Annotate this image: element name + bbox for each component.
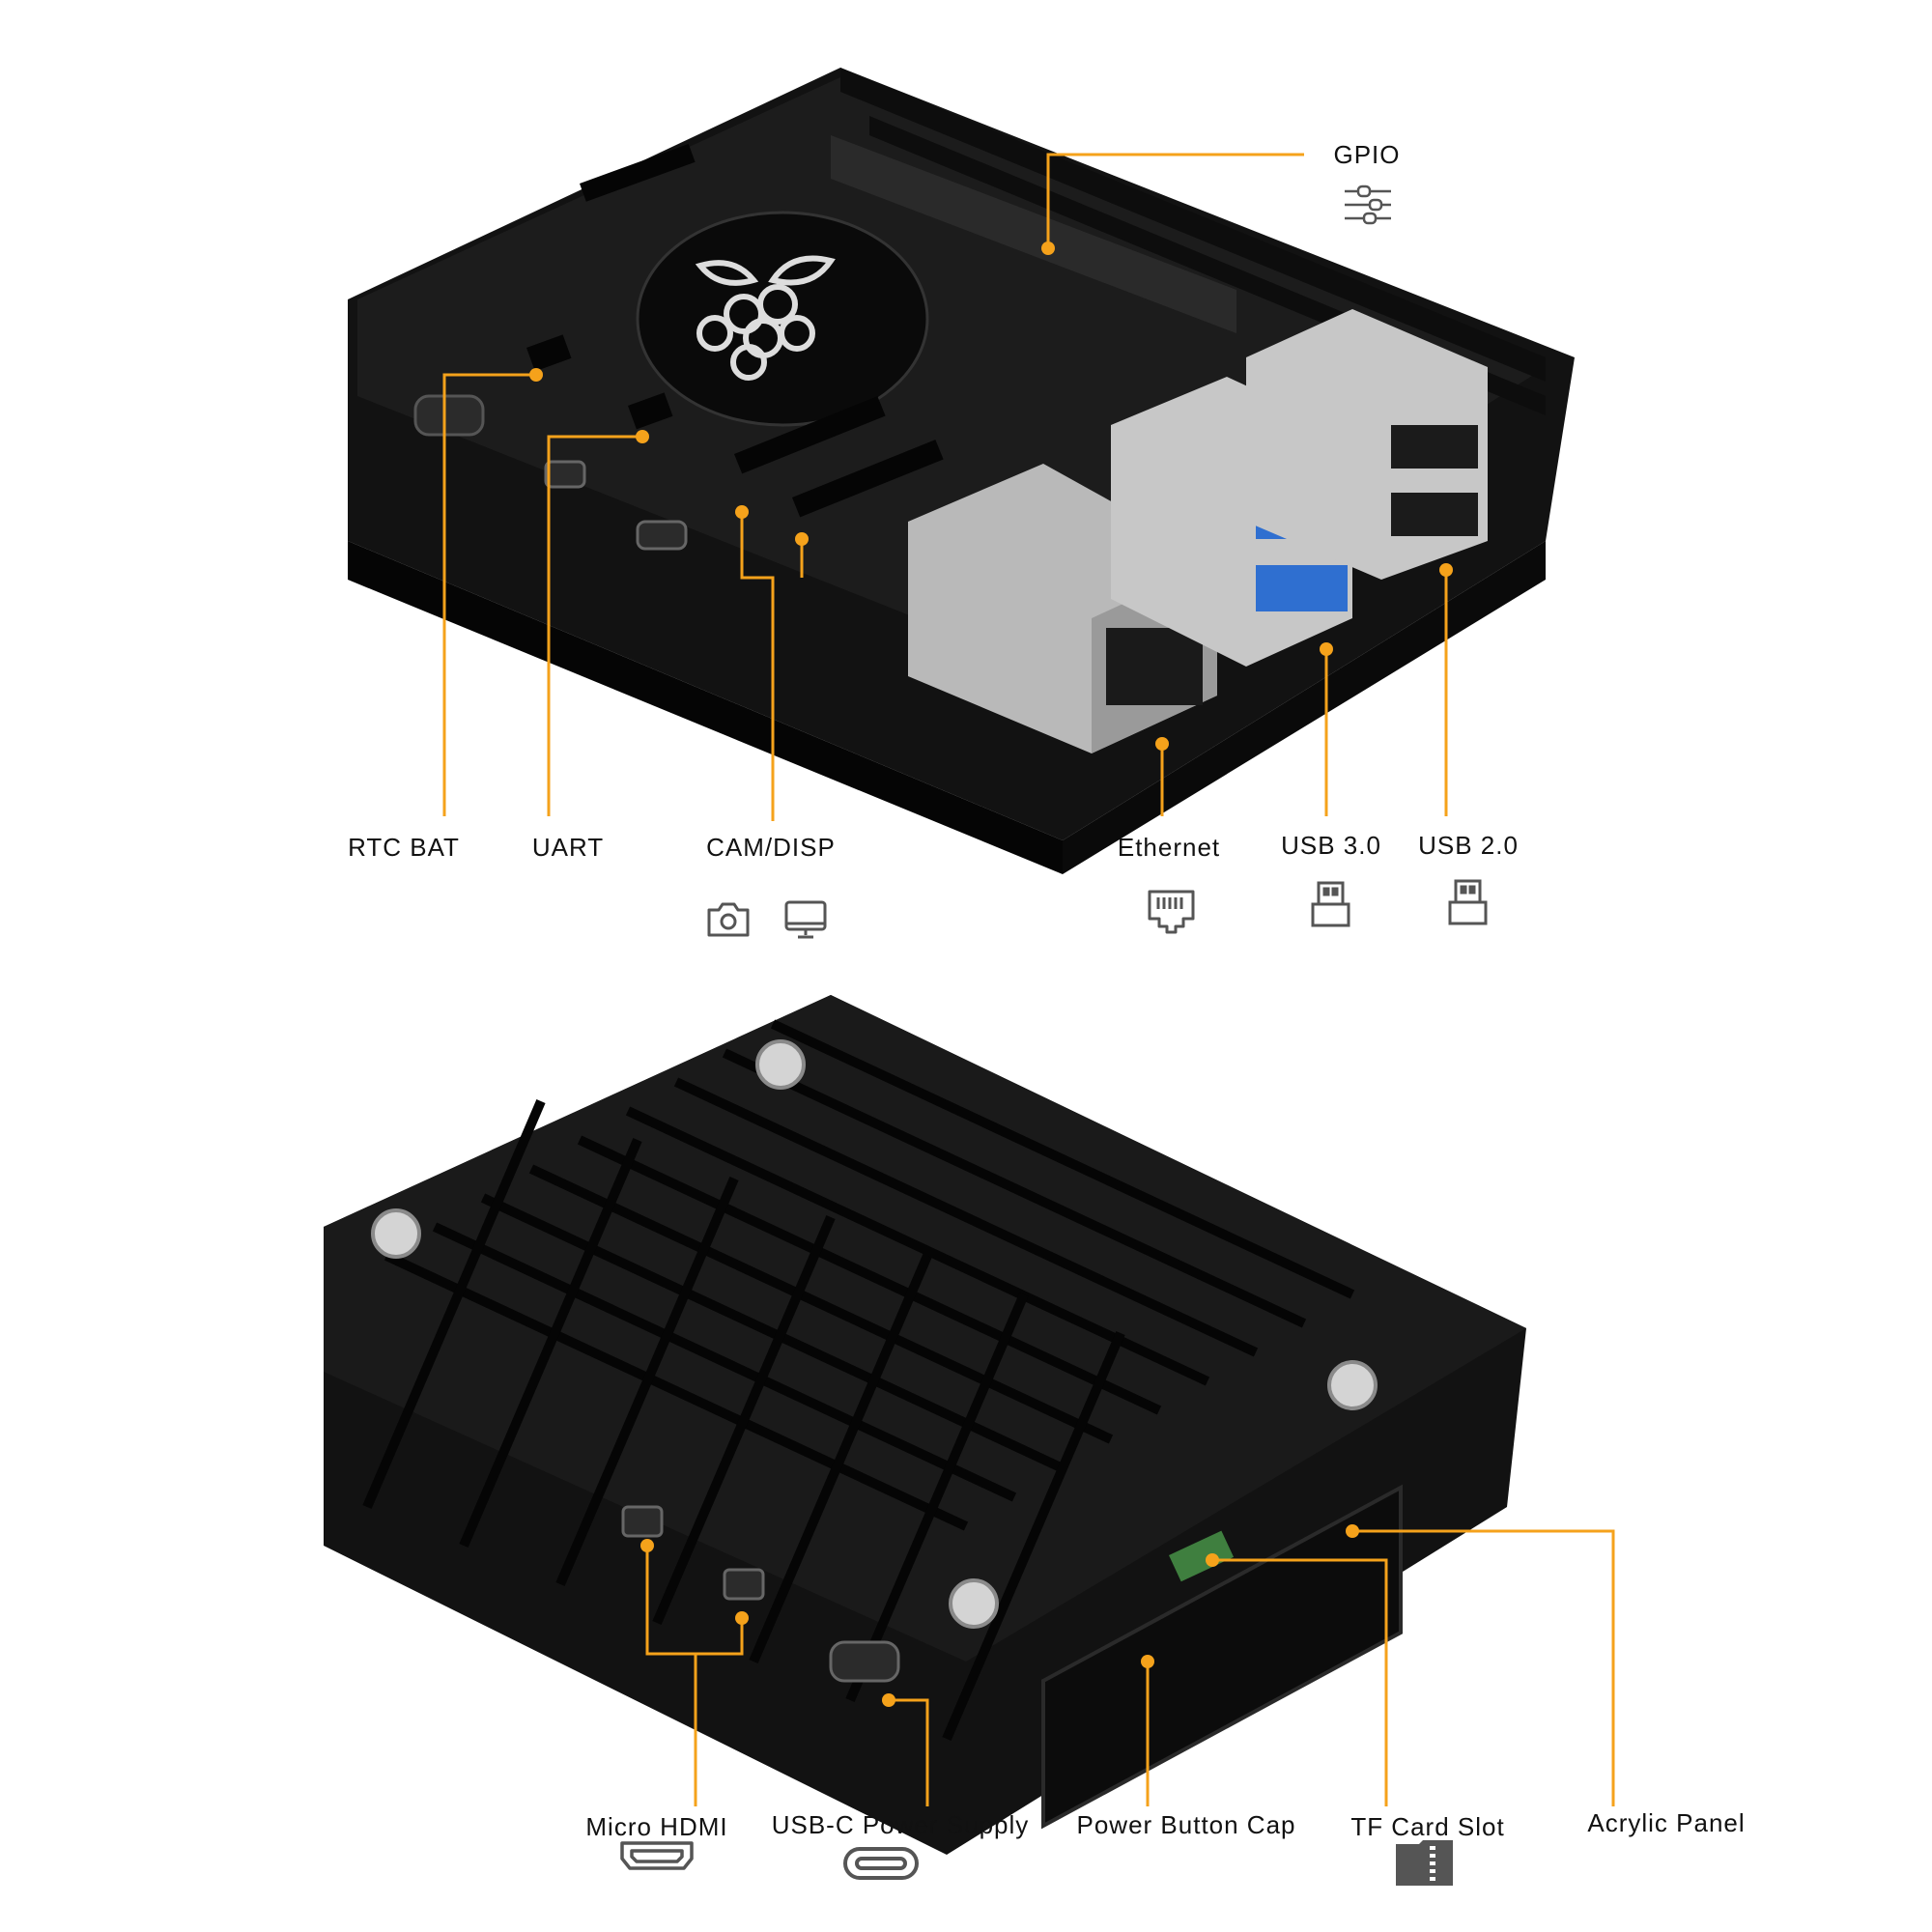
label-rtc-bat: RTC BAT: [348, 833, 460, 862]
camera-icon: [707, 902, 750, 937]
gpio-header: [831, 135, 1236, 333]
top-leader-dots: [529, 242, 1453, 751]
ethernet-port-icon: [1148, 890, 1195, 934]
monitor-icon: [784, 900, 827, 939]
label-power-button: Power Button Cap: [1076, 1810, 1296, 1839]
top-leader-lines: [442, 153, 1448, 821]
rtc-usbc-port: [413, 394, 485, 437]
usb-port-icon: [1311, 881, 1350, 927]
usb2-ports: [1246, 309, 1488, 580]
uart-port: [544, 460, 586, 489]
sd-card-icon: [1396, 1840, 1453, 1886]
usb-c-port-icon: [843, 1847, 919, 1880]
label-tf-card: TF Card Slot: [1350, 1812, 1505, 1841]
side-port: [636, 520, 688, 551]
label-usb2: USB 2.0: [1418, 831, 1519, 860]
label-usbc-power: USB-C Power Supply: [771, 1810, 1030, 1839]
bottom-leader-dots: [640, 1524, 1359, 1707]
label-uart: UART: [531, 833, 605, 862]
label-usb3: USB 3.0: [1281, 831, 1381, 860]
usb-port-icon-2: [1448, 879, 1488, 925]
gpio-pins-icon: [1345, 185, 1391, 225]
bottom-leader-lines: [645, 1529, 1615, 1806]
label-ethernet: Ethernet: [1117, 833, 1221, 862]
label-gpio: GPIO: [1333, 140, 1401, 169]
raspberry-logo: [695, 255, 836, 381]
hdmi-port-icon: [620, 1841, 694, 1870]
label-acrylic-panel: Acrylic Panel: [1587, 1808, 1746, 1837]
label-micro-hdmi: Micro HDMI: [585, 1812, 728, 1841]
top-case-body: [348, 68, 1575, 874]
bottom-case-body: [324, 995, 1526, 1855]
label-cam-disp: CAM/DISP: [706, 833, 836, 862]
